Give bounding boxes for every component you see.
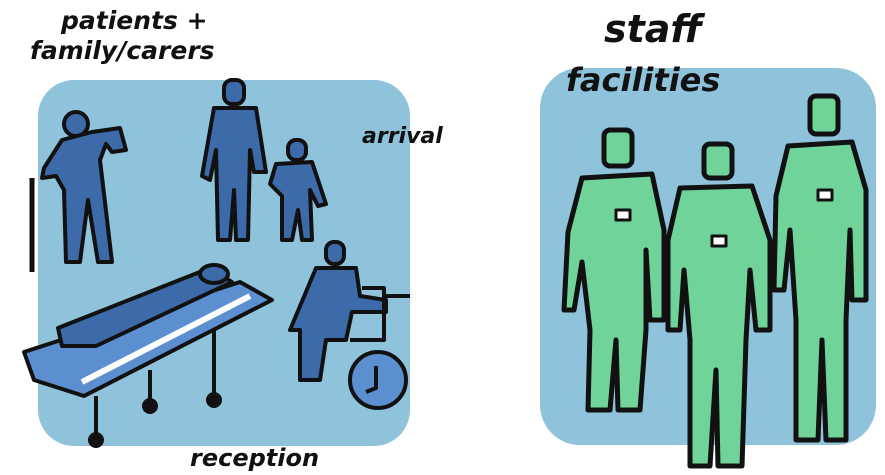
patients-label-line1: patients + [61, 6, 208, 35]
elderly-person-with-cane-icon [29, 110, 128, 272]
staff-member-icon [561, 127, 667, 413]
arrival-label: arrival [362, 124, 443, 149]
facilities-label: facilities [566, 61, 721, 99]
reception-label: reception [190, 444, 320, 472]
staff-label: staff [604, 7, 703, 51]
patient-on-stretcher-icon [22, 263, 274, 448]
staff-member-icon [771, 93, 869, 443]
staff-member-icon [665, 141, 773, 469]
wheelchair-user-icon [288, 240, 410, 410]
patients-family-carers-label: patients + family/carers [30, 6, 215, 66]
patients-label-line2: family/carers [30, 36, 215, 65]
adult-with-child-icon [200, 78, 328, 242]
